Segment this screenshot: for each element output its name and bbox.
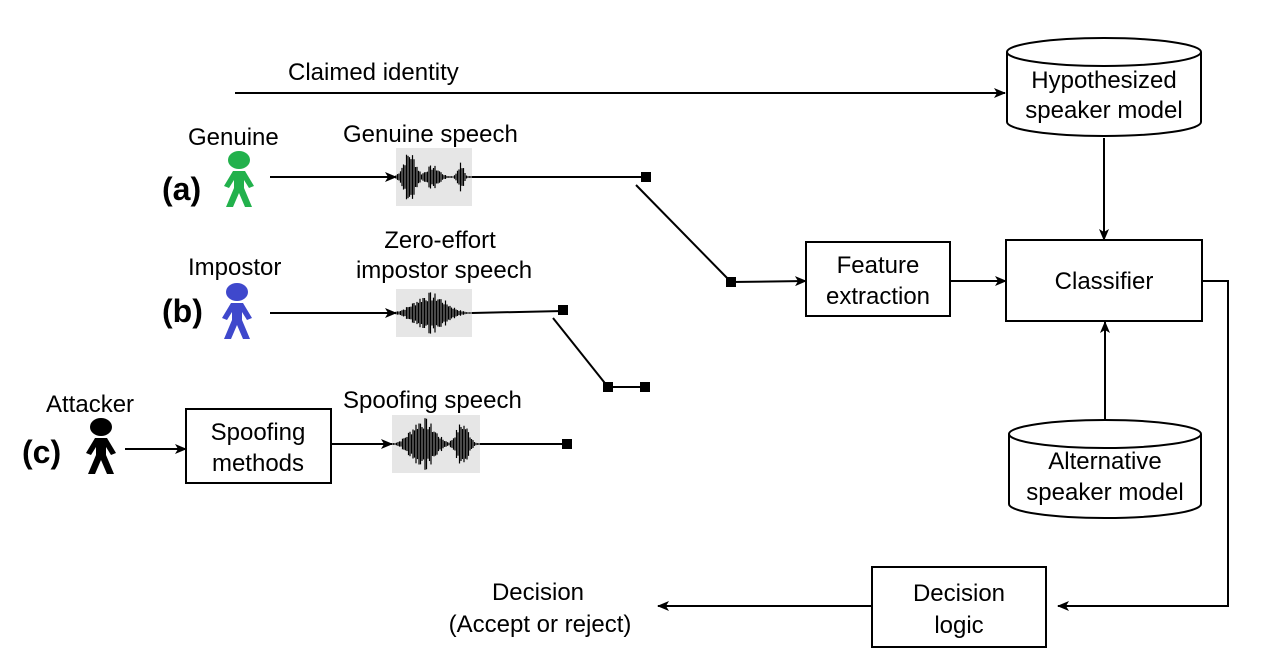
- impostor-line: [471, 310, 564, 314]
- claimed-identity-label: Claimed identity: [288, 59, 459, 86]
- switch-node-b3: [640, 382, 650, 392]
- genuine-person-icon: [224, 151, 254, 207]
- hypothesized-model-line2: speaker model: [1025, 97, 1182, 124]
- attacker-label: Attacker: [46, 391, 134, 418]
- spoofing-speech-label: Spoofing speech: [343, 387, 522, 414]
- spoofing-waveform: [391, 415, 480, 473]
- alternative-speaker-model: Alternative speaker model: [1008, 419, 1202, 519]
- classifier-label: Classifier: [1055, 268, 1154, 295]
- impostor-waveform: [395, 289, 472, 337]
- feature-extraction-box: [805, 241, 951, 317]
- impostor-speech-line1: Zero-effort: [384, 227, 496, 254]
- spoofing-methods-line1: Spoofing: [211, 419, 306, 446]
- genuine-waveform: [395, 148, 472, 206]
- impostor-label: Impostor: [188, 254, 281, 281]
- tag-b: (b): [162, 293, 203, 329]
- genuine-label: Genuine: [188, 124, 279, 151]
- hypothesized-model-line1: Hypothesized: [1031, 67, 1176, 94]
- impostor-person-icon: [222, 283, 252, 339]
- genuine-speech-label: Genuine speech: [343, 121, 518, 148]
- decision-logic-line1: Decision: [913, 580, 1005, 607]
- switch-pivot-node: [726, 277, 736, 287]
- impostor-lever: [552, 317, 609, 388]
- switch-lever: [635, 184, 732, 283]
- classifier-to-decision-arrow: [1057, 280, 1229, 611]
- tag-a: (a): [162, 171, 201, 207]
- switch-node-c: [562, 439, 572, 449]
- decision-output-line2: (Accept or reject): [449, 611, 632, 638]
- decision-logic-box: [871, 566, 1047, 648]
- tag-c: (c): [22, 434, 61, 470]
- spoofing-methods-line2: methods: [212, 450, 304, 477]
- attacker-person-icon: [86, 418, 116, 474]
- spoofing-methods-box: [185, 408, 332, 484]
- decision-output-line1: Decision: [492, 579, 584, 606]
- alternative-model-line2: speaker model: [1026, 479, 1183, 506]
- alternative-model-line1: Alternative: [1048, 448, 1161, 475]
- switch-node-a: [641, 172, 651, 182]
- hypothesized-speaker-model: Hypothesized speaker model: [1006, 37, 1202, 137]
- switch-node-b: [558, 305, 568, 315]
- feature-extraction-line2: extraction: [826, 283, 930, 310]
- impostor-speech-line2: impostor speech: [356, 257, 532, 284]
- switch-to-feature-arrow: [730, 276, 807, 287]
- decision-logic-line2: logic: [934, 612, 983, 639]
- feature-extraction-line1: Feature: [837, 252, 920, 279]
